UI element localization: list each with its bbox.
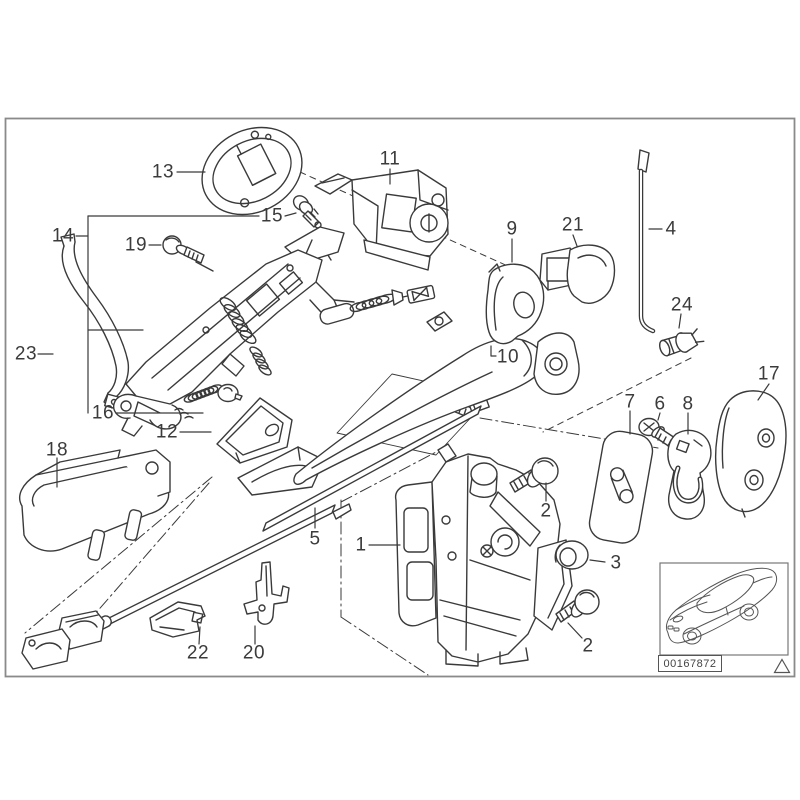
- part-2-screw-upper: [509, 457, 559, 493]
- part-23-support-strap: [60, 233, 130, 411]
- callout-label-4: 4: [665, 218, 677, 240]
- leader-lines: [37, 168, 770, 645]
- frame-border: [4, 117, 796, 678]
- part-10-door-handle: [293, 311, 580, 485]
- part-19-screw: [162, 235, 214, 272]
- callout-label-1: 1: [355, 534, 367, 556]
- callout-label-17: 17: [757, 363, 781, 385]
- callout-label-16: 16: [91, 402, 115, 424]
- callout-label-15: 15: [260, 205, 284, 227]
- construction-lines: [24, 171, 692, 676]
- callout-label-2-19: 2: [540, 500, 552, 522]
- part-20-bracket: [243, 561, 290, 625]
- triangle-marker-icon: [773, 658, 791, 674]
- callout-label-12: 12: [155, 421, 179, 443]
- bowden-cable: [319, 284, 436, 325]
- car-icon: [665, 567, 778, 645]
- part-14-handle-carrier: [113, 226, 345, 437]
- part-1-door-lock: [394, 443, 573, 667]
- part-3-grommet: [554, 540, 589, 570]
- part-24-plug: [658, 328, 705, 357]
- callout-label-11: 11: [379, 148, 401, 170]
- part-21-cover-caps: [539, 244, 616, 304]
- image-number-text: 00167872: [663, 657, 717, 670]
- callout-label-10: 10: [496, 346, 520, 368]
- callout-label-20: 20: [242, 642, 266, 664]
- callout-label-7: 7: [624, 391, 636, 413]
- part-5-rail: [21, 405, 482, 670]
- image-number-plate: 00167872: [658, 655, 722, 672]
- callout-label-22: 22: [186, 642, 210, 664]
- carrier-spring-large: [219, 296, 257, 345]
- part-13-oval-bezel: [201, 126, 303, 216]
- callout-label-23: 23: [14, 343, 38, 365]
- callout-label-24: 24: [670, 294, 694, 316]
- callout-label-3: 3: [610, 552, 622, 574]
- callout-label-9: 9: [506, 218, 518, 240]
- callout-label-8: 8: [682, 393, 694, 415]
- part-16-screw-spring: [183, 383, 243, 403]
- part-18-interior-opener: [18, 449, 171, 561]
- part-7-striker-pad: [588, 430, 654, 544]
- callout-label-6: 6: [654, 393, 666, 415]
- part-8-striker: [667, 429, 712, 520]
- part-22-clip: [149, 601, 206, 638]
- callout-label-13: 13: [151, 161, 175, 183]
- car-thumbnail-box: [659, 562, 789, 656]
- part-4-lock-rod: [637, 149, 656, 334]
- callout-label-19: 19: [124, 234, 148, 256]
- callout-label-5: 5: [309, 528, 321, 550]
- callout-label-21: 21: [561, 214, 585, 236]
- callout-label-18: 18: [45, 439, 69, 461]
- carrier-spring-small: [249, 346, 272, 376]
- part-17-cover: [714, 390, 787, 518]
- callout-label-14: 14: [51, 225, 75, 247]
- part-12-gasket: [216, 397, 325, 496]
- part-11-switch: [314, 169, 449, 271]
- part-2-screw-lower: [555, 589, 600, 623]
- callout-label-2-20: 2: [582, 635, 594, 657]
- part-9-cover-cap: [485, 263, 545, 345]
